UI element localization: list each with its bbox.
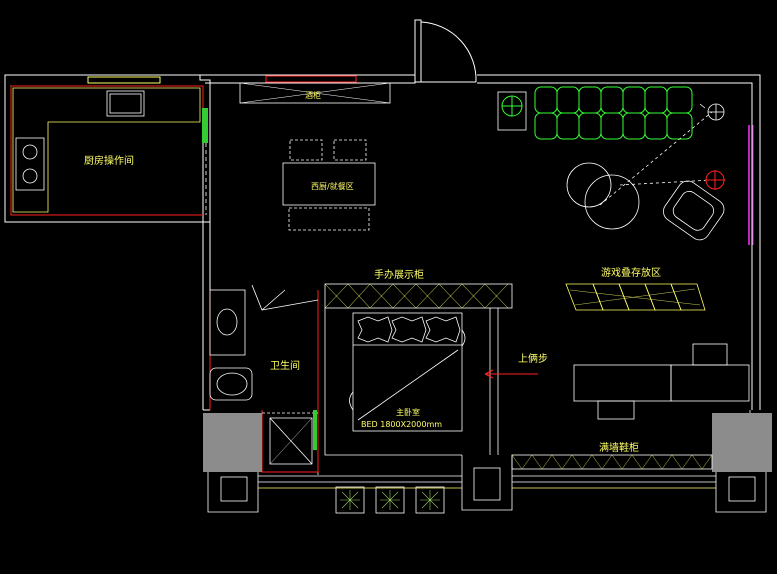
shoe-cabinet-label: 满墙鞋柜 [599,441,639,454]
armchair-icon [663,180,725,241]
kitchen-counter [12,87,201,213]
bed [349,312,466,432]
pillar-right [712,413,772,472]
pillar-left [203,413,262,472]
desk [573,343,750,420]
lamp-icon [699,103,725,121]
entry-door [414,19,477,83]
bed-size-label: BED 1800X2000mm [361,420,442,429]
coffee-table [566,111,713,230]
sofa [534,86,693,140]
shower-door [313,410,317,450]
dining-table [282,139,376,231]
pillows-icon [357,316,461,343]
kitchen-label: 厨房操作间 [84,154,134,167]
step-arrow-icon [484,369,538,379]
lower-walls [207,410,767,513]
kitchen-counter-outline [10,85,204,216]
top-window [239,75,391,104]
step-up-label: 上俩步 [518,353,548,365]
figure-cabinet-label: 手办展示柜 [374,268,424,281]
bedroom-walls [317,290,513,511]
stove-icon [15,137,45,191]
shoe-cabinet [511,454,713,470]
wine-cabinet-label: 酒柜 [305,90,321,100]
plant-icon [497,91,527,131]
dining-label: 西厨/就餐区 [311,181,354,191]
master-bedroom-label: 主卧室 [396,407,420,417]
outer-walls [4,74,761,411]
game-storage-label: 游戏叠存放区 [601,266,661,279]
plant-boxes [335,486,445,514]
kitchen-window [87,76,161,84]
bathroom-label: 卫生间 [270,359,300,372]
bathroom-fixtures [209,284,319,465]
sink-icon [106,90,145,117]
floor-lamp-icon [705,170,725,190]
figure-cabinet [324,283,513,309]
game-storage-racks [565,283,706,311]
sliding-door-green [202,108,208,143]
